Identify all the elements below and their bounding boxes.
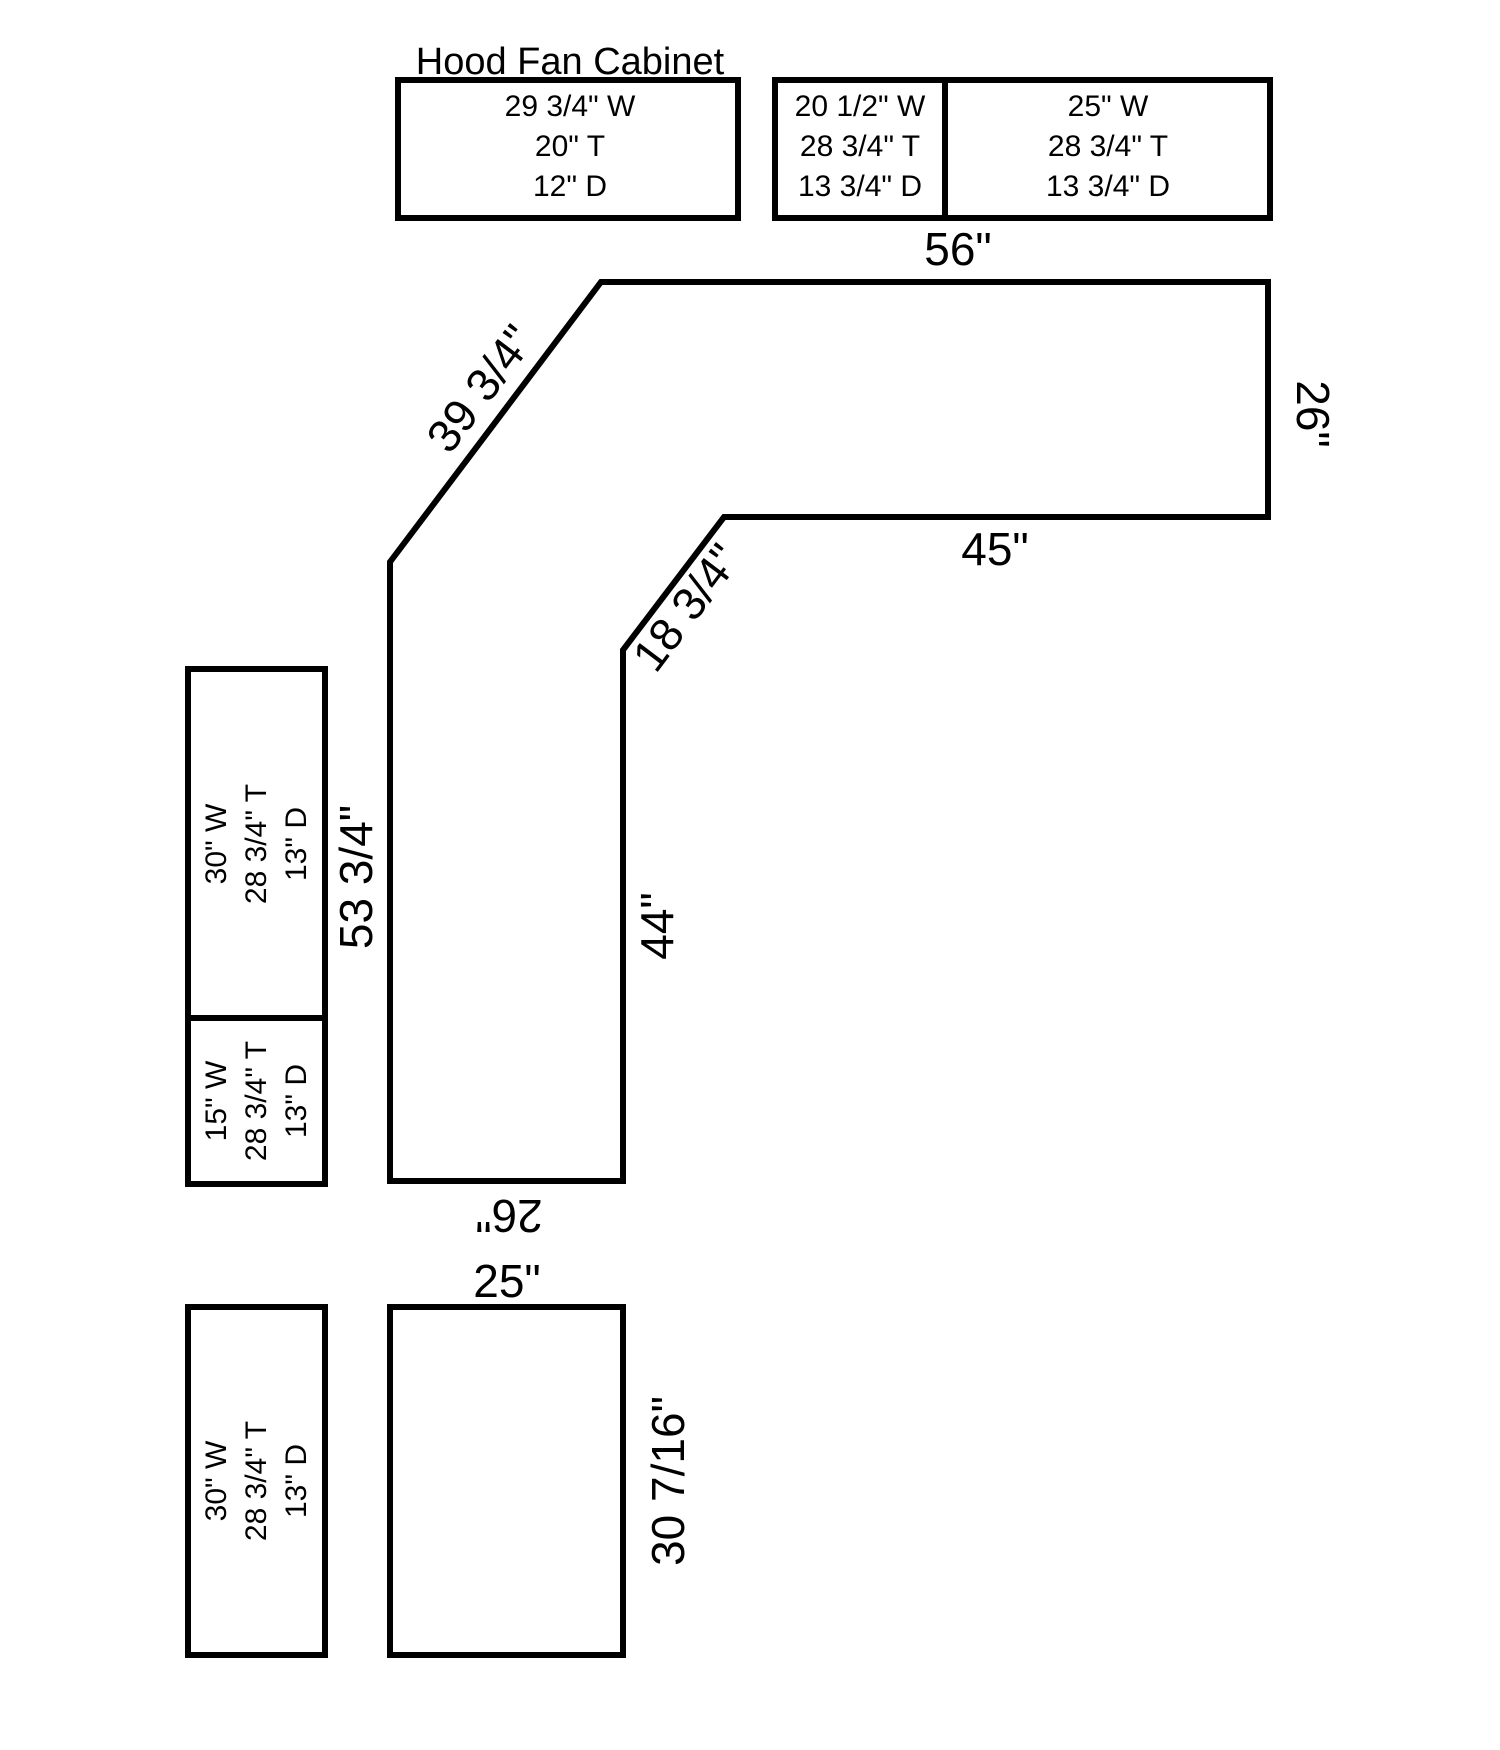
left-cabinet-3-height: 28 3/4" T [240, 1421, 273, 1541]
upper-cabinet-2-height: 28 3/4" T [1048, 130, 1168, 163]
bottom-box: 25" 30 7/16" [387, 1255, 694, 1658]
left-cabinet-2-width: 15" W [200, 1060, 233, 1141]
countertop-inner-leg: 44" [631, 892, 683, 960]
upper-right-cabinets: 20 1/2" W 28 3/4" T 13 3/4" D 25" W 28 3… [772, 77, 1273, 221]
hood-fan-height: 20" T [535, 130, 605, 163]
hood-fan-width: 29 3/4" W [505, 90, 636, 123]
hood-fan-cabinet: Hood Fan Cabinet 29 3/4" W 20" T 12" D [395, 41, 741, 221]
lower-left-cabinet: 30" W 28 3/4" T 13" D [185, 1304, 328, 1658]
upper-cabinet-2-depth: 13 3/4" D [1046, 170, 1170, 203]
left-cabinet-2-height: 28 3/4" T [240, 1041, 273, 1161]
upper-cabinet-1-width: 20 1/2" W [795, 90, 926, 123]
hood-fan-depth: 12" D [533, 170, 607, 203]
upper-cabinet-1-depth: 13 3/4" D [798, 170, 922, 203]
countertop-top-width: 56" [924, 223, 992, 275]
countertop-bottom-width: 26" [475, 1190, 543, 1242]
left-cabinet-1-width: 30" W [200, 803, 233, 884]
bottom-box-width: 25" [473, 1255, 541, 1307]
countertop-inner-edge: 45" [961, 523, 1029, 575]
left-cabinet-2-depth: 13" D [280, 1064, 313, 1138]
l-shaped-countertop: 56" 26" 45" 39 3/4" 18 3/4" 53 3/4" 44" … [330, 223, 1339, 1242]
upper-cabinet-2-width: 25" W [1068, 90, 1149, 123]
upper-cabinet-1-height: 28 3/4" T [800, 130, 920, 163]
left-stacked-cabinets: 30" W 28 3/4" T 13" D 15" W 28 3/4" T 13… [185, 666, 328, 1187]
left-cabinet-3-width: 30" W [200, 1440, 233, 1521]
bottom-box-height: 30 7/16" [642, 1396, 694, 1566]
left-cabinet-1-height: 28 3/4" T [240, 784, 273, 904]
left-cabinet-1-depth: 13" D [280, 807, 313, 881]
countertop-right-depth: 26" [1287, 380, 1339, 448]
left-cabinet-3-depth: 13" D [280, 1444, 313, 1518]
countertop-outer-leg: 53 3/4" [330, 805, 382, 949]
hood-fan-title: Hood Fan Cabinet [416, 41, 725, 83]
